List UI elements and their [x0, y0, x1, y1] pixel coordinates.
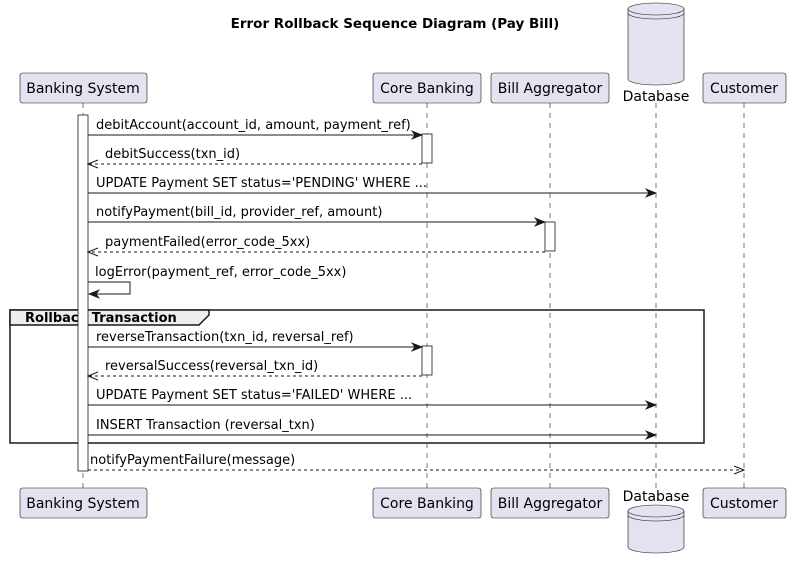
message-label: paymentFailed(error_code_5xx) [105, 235, 310, 250]
participant-bottom-aggregator: Bill Aggregator [490, 487, 610, 519]
message-label: notifyPayment(bill_id, provider_ref, amo… [96, 205, 382, 220]
message-5: paymentFailed(error_code_5xx) [86, 235, 545, 257]
message-label: logError(payment_ref, error_code_5xx) [95, 265, 346, 280]
group-rollback-transaction: Rollback Transaction [9, 309, 705, 444]
message-3: UPDATE Payment SET status='PENDING' WHER… [88, 176, 658, 198]
message-4: notifyPayment(bill_id, provider_ref, amo… [88, 205, 547, 227]
message-11: notifyPaymentFailure(message) [88, 453, 746, 475]
message-1: debitAccount(account_id, amount, payment… [88, 118, 424, 140]
activation-bar-core [421, 345, 433, 376]
participant-top-aggregator: Bill Aggregator [490, 72, 610, 104]
group-label: Rollback Transaction [25, 311, 177, 326]
participant-label: Customer [710, 81, 778, 97]
message-label: notifyPaymentFailure(message) [90, 453, 295, 468]
message-2: debitSuccess(txn_id) [86, 147, 422, 169]
message-label: UPDATE Payment SET status='FAILED' WHERE… [96, 388, 412, 403]
participant-label: Banking System [26, 81, 139, 97]
message-label: INSERT Transaction (reversal_txn) [96, 418, 315, 433]
message-label: debitSuccess(txn_id) [105, 147, 240, 162]
participant-top-database: Database [623, 2, 690, 105]
activation-bar-core [421, 133, 433, 164]
participant-label: Core Banking [380, 496, 474, 512]
message-10: INSERT Transaction (reversal_txn) [88, 418, 658, 440]
participant-top-core: Core Banking [372, 72, 482, 104]
message-label: debitAccount(account_id, amount, payment… [96, 118, 411, 133]
activations-layer [77, 114, 556, 472]
diagram-title: Error Rollback Sequence Diagram (Pay Bil… [231, 16, 560, 32]
participant-label: Database [623, 489, 690, 505]
message-label: UPDATE Payment SET status='PENDING' WHER… [96, 176, 427, 191]
participant-bottom-banking: Banking System [19, 487, 148, 519]
participant-label: Banking System [26, 496, 139, 512]
message-label: reversalSuccess(reversal_txn_id) [105, 359, 318, 374]
group-layer: Rollback Transaction [9, 309, 705, 444]
participant-label: Bill Aggregator [498, 81, 603, 97]
message-9: UPDATE Payment SET status='FAILED' WHERE… [88, 388, 658, 410]
participant-label: Database [623, 89, 690, 105]
participant-label: Customer [710, 496, 778, 512]
participant-top-customer: Customer [702, 72, 787, 104]
message-label: reverseTransaction(txn_id, reversal_ref) [96, 330, 354, 345]
participant-bottom-core: Core Banking [372, 487, 482, 519]
activation-bar-aggregator [544, 221, 556, 252]
participant-label: Core Banking [380, 81, 474, 97]
participant-bottom-database: Database [623, 489, 690, 554]
participant-label: Bill Aggregator [498, 496, 603, 512]
participant-top-banking: Banking System [19, 72, 148, 104]
activation-bar-banking [77, 114, 89, 472]
message-6: logError(payment_ref, error_code_5xx) [87, 265, 346, 299]
message-7: reverseTransaction(txn_id, reversal_ref) [88, 330, 424, 352]
participant-bottom-customer: Customer [702, 487, 787, 519]
messages-layer: debitAccount(account_id, amount, payment… [86, 118, 746, 475]
message-8: reversalSuccess(reversal_txn_id) [86, 359, 422, 381]
